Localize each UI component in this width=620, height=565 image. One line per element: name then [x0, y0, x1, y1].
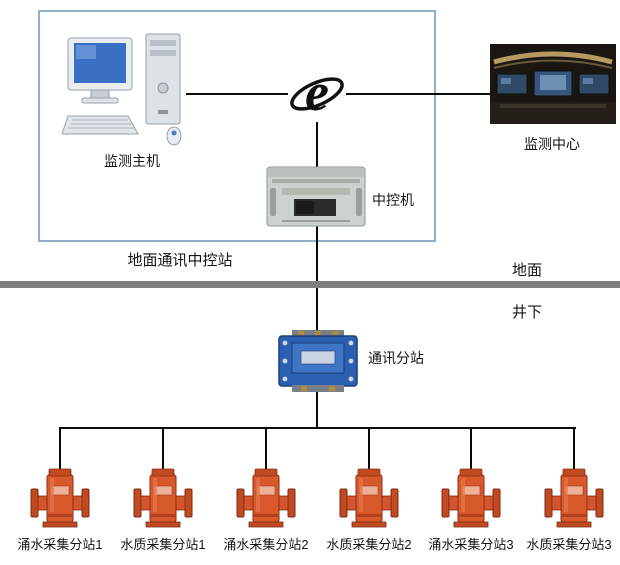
- connector-host-to-internet: [186, 93, 288, 95]
- surface-divider: [0, 281, 620, 288]
- ground-station-label: 地面通讯中控站: [127, 252, 233, 269]
- drop-line-1: [59, 428, 61, 469]
- internet-e-icon: e: [289, 62, 345, 126]
- collector-device-icon: [30, 468, 90, 530]
- drop-line-2: [162, 428, 164, 469]
- drop-line-5: [470, 428, 472, 469]
- underground-label: 井下: [512, 304, 543, 321]
- connector-internet-to-center: [346, 93, 490, 95]
- drop-line-6: [573, 428, 575, 469]
- drop-line-3: [265, 428, 267, 469]
- connector-substation-to-bus: [316, 391, 318, 429]
- ground-station-boundary: [38, 10, 436, 242]
- central-control-label: 中控机: [372, 192, 414, 208]
- device-bus-line: [59, 427, 576, 429]
- collector-device-icon: [236, 468, 296, 530]
- connector-internet-to-server: [316, 122, 318, 168]
- monitor-center-label: 监测中心: [524, 136, 580, 152]
- collector-device-icon: [339, 468, 399, 530]
- collector-device-icon: [441, 468, 501, 530]
- device-label-3: 涌水采集分站2: [223, 537, 309, 552]
- device-label-6: 水质采集分站3: [526, 537, 612, 552]
- drop-line-4: [368, 428, 370, 469]
- device-label-2: 水质采集分站1: [120, 537, 206, 552]
- collector-device-icon: [544, 468, 604, 530]
- monitor-host-label: 监测主机: [104, 153, 160, 169]
- desktop-computer-icon: [62, 30, 192, 148]
- surface-label: 地面: [512, 262, 543, 279]
- collector-device-icon: [133, 468, 193, 530]
- junction-box-icon: [278, 330, 358, 392]
- comm-substation-label: 通讯分站: [368, 350, 424, 366]
- connector-server-to-substation: [316, 226, 318, 332]
- device-label-5: 涌水采集分站3: [428, 537, 514, 552]
- rack-server-icon: [266, 166, 366, 227]
- svg-text:e: e: [305, 62, 329, 122]
- monitoring-center-photo: [490, 44, 616, 124]
- device-label-4: 水质采集分站2: [326, 537, 412, 552]
- device-label-1: 涌水采集分站1: [17, 537, 103, 552]
